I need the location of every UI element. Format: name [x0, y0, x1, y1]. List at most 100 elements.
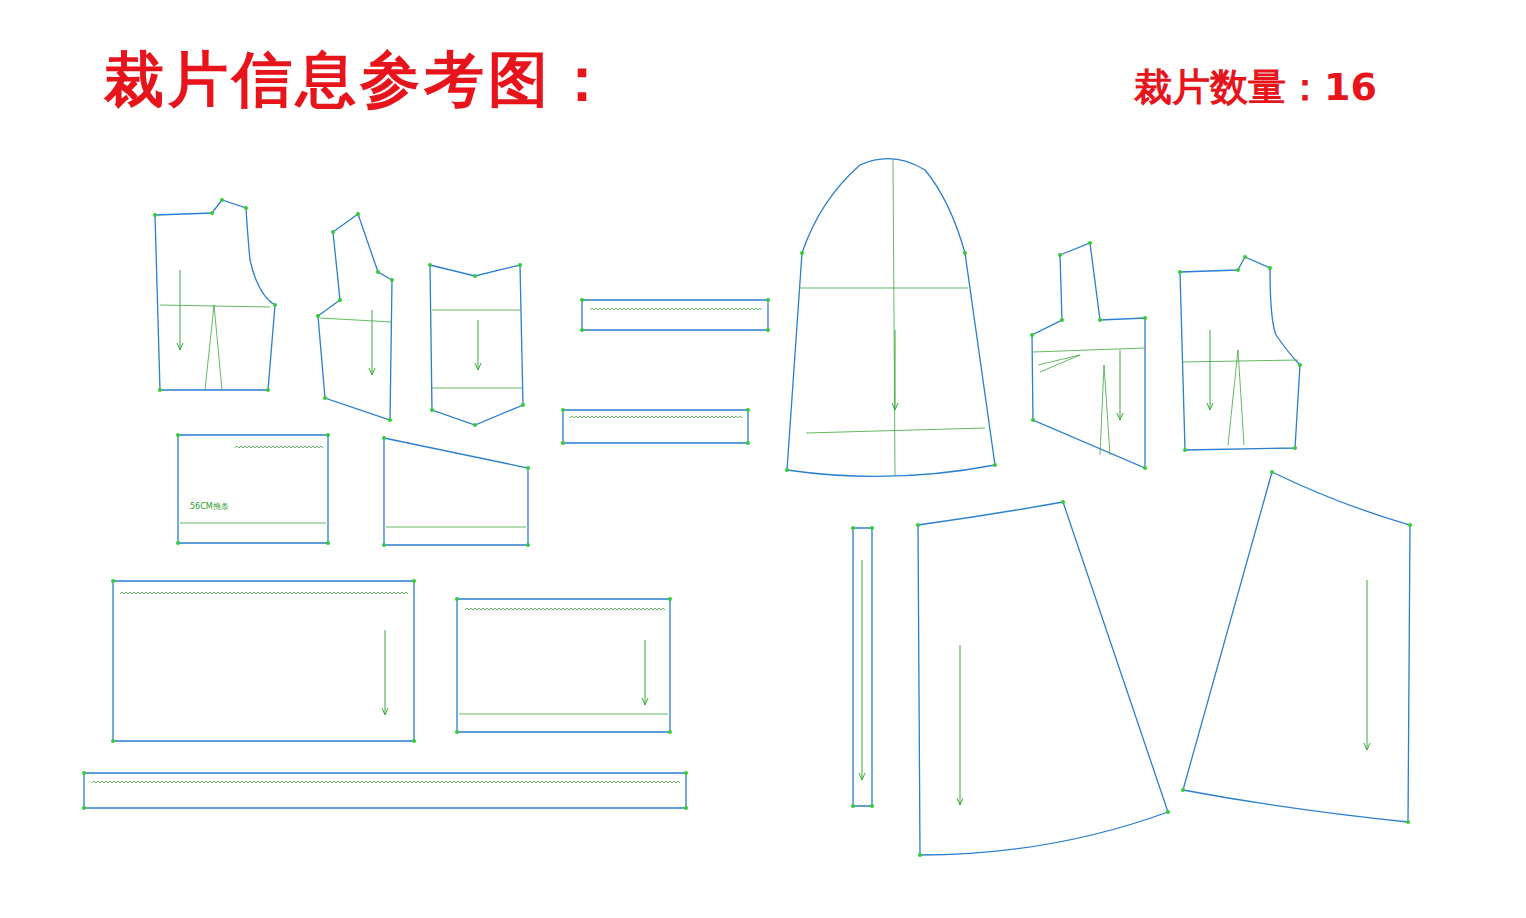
pattern-piece	[176, 433, 330, 545]
grain-arrow	[642, 698, 648, 705]
grain-line	[960, 645, 961, 805]
piece-fill	[853, 528, 872, 806]
piece-fill	[430, 265, 523, 425]
grain-line	[372, 310, 373, 375]
grain-arrow	[1364, 743, 1370, 750]
corner-dot	[870, 526, 874, 530]
pattern-piece	[153, 198, 277, 392]
seam-line	[178, 435, 328, 543]
corner-dot	[851, 526, 855, 530]
pattern-piece	[316, 212, 394, 422]
piece-fill	[787, 159, 995, 477]
corner-dot	[111, 739, 115, 743]
corner-dot	[521, 403, 525, 407]
pattern-piece	[785, 159, 997, 477]
piece-fill	[918, 502, 1168, 855]
corner-dot	[1031, 418, 1035, 422]
corner-dot	[455, 730, 459, 734]
grain-line	[1120, 350, 1121, 420]
corner-dot	[668, 597, 672, 601]
corner-dot	[382, 436, 386, 440]
corner-dot	[356, 212, 360, 216]
cut-line	[1183, 472, 1410, 822]
corner-dot	[176, 541, 180, 545]
cut-line	[853, 528, 872, 806]
grain-arrow	[369, 368, 375, 375]
construction-line	[320, 318, 392, 322]
corner-dot	[916, 523, 920, 527]
corner-dot	[1143, 316, 1147, 320]
pattern-piece	[1178, 255, 1302, 452]
corner-dot	[220, 198, 224, 202]
grain-line	[862, 560, 863, 780]
zigzag-mark	[570, 416, 742, 418]
pattern-piece	[455, 597, 672, 734]
seam-line	[84, 773, 686, 808]
zigzag-mark	[120, 592, 408, 594]
corner-dot	[561, 408, 565, 412]
construction-line	[160, 305, 270, 307]
piece-fill	[384, 438, 528, 545]
center-line	[893, 160, 895, 475]
grain-line	[1367, 580, 1368, 750]
corner-dot	[455, 597, 459, 601]
seam-line	[155, 200, 275, 390]
corner-dot	[338, 298, 342, 302]
corner-dot	[1098, 318, 1102, 322]
zigzag-mark	[235, 446, 323, 448]
corner-dot	[376, 270, 380, 274]
corner-dot	[800, 251, 804, 255]
construction-line	[386, 527, 526, 528]
corner-dot	[111, 579, 115, 583]
corner-dot	[158, 388, 162, 392]
corner-dot	[326, 433, 330, 437]
seam-line	[430, 265, 523, 425]
corner-dot	[1268, 266, 1272, 270]
zigzag-mark	[92, 781, 680, 783]
pattern-piece	[1181, 470, 1412, 824]
piece-fill	[1183, 472, 1410, 822]
corner-dot	[176, 433, 180, 437]
corner-dot	[526, 466, 530, 470]
corner-dot	[1166, 810, 1170, 814]
corner-dot	[273, 303, 277, 307]
piece-fill	[563, 410, 748, 443]
seam-line	[1180, 257, 1300, 450]
pattern-piece	[82, 771, 688, 810]
piece-fill	[318, 214, 392, 420]
grain-line	[478, 320, 479, 370]
dart	[205, 305, 222, 390]
zigzag-mark	[590, 308, 762, 310]
corner-dot	[518, 263, 522, 267]
cut-line	[1180, 257, 1300, 450]
corner-dot	[430, 408, 434, 412]
cut-line	[457, 599, 670, 732]
corner-dot	[323, 396, 327, 400]
corner-dot	[1178, 270, 1182, 274]
construction-line	[1182, 360, 1298, 362]
pattern-piece	[382, 436, 530, 547]
corner-dot	[1408, 523, 1412, 527]
pattern-piece	[851, 526, 874, 808]
corner-dot	[1406, 820, 1410, 824]
piece-fill	[582, 300, 768, 330]
corner-dot	[266, 388, 270, 392]
cut-line	[113, 581, 414, 741]
construction-line	[459, 714, 668, 715]
seam-line	[787, 159, 995, 477]
corner-dot	[388, 418, 392, 422]
piece-fill	[457, 599, 670, 732]
pattern-piece	[916, 500, 1170, 857]
grain-arrow	[382, 708, 388, 715]
corner-dot	[153, 213, 157, 217]
corner-dot	[668, 730, 672, 734]
corner-dot	[1143, 466, 1147, 470]
grain-arrow	[859, 773, 865, 780]
cut-line	[1032, 243, 1145, 468]
construction-line	[800, 288, 968, 289]
grain-arrow	[957, 798, 963, 805]
zigzag-mark	[465, 608, 665, 610]
corner-dot	[1058, 253, 1062, 257]
corner-dot	[918, 853, 922, 857]
